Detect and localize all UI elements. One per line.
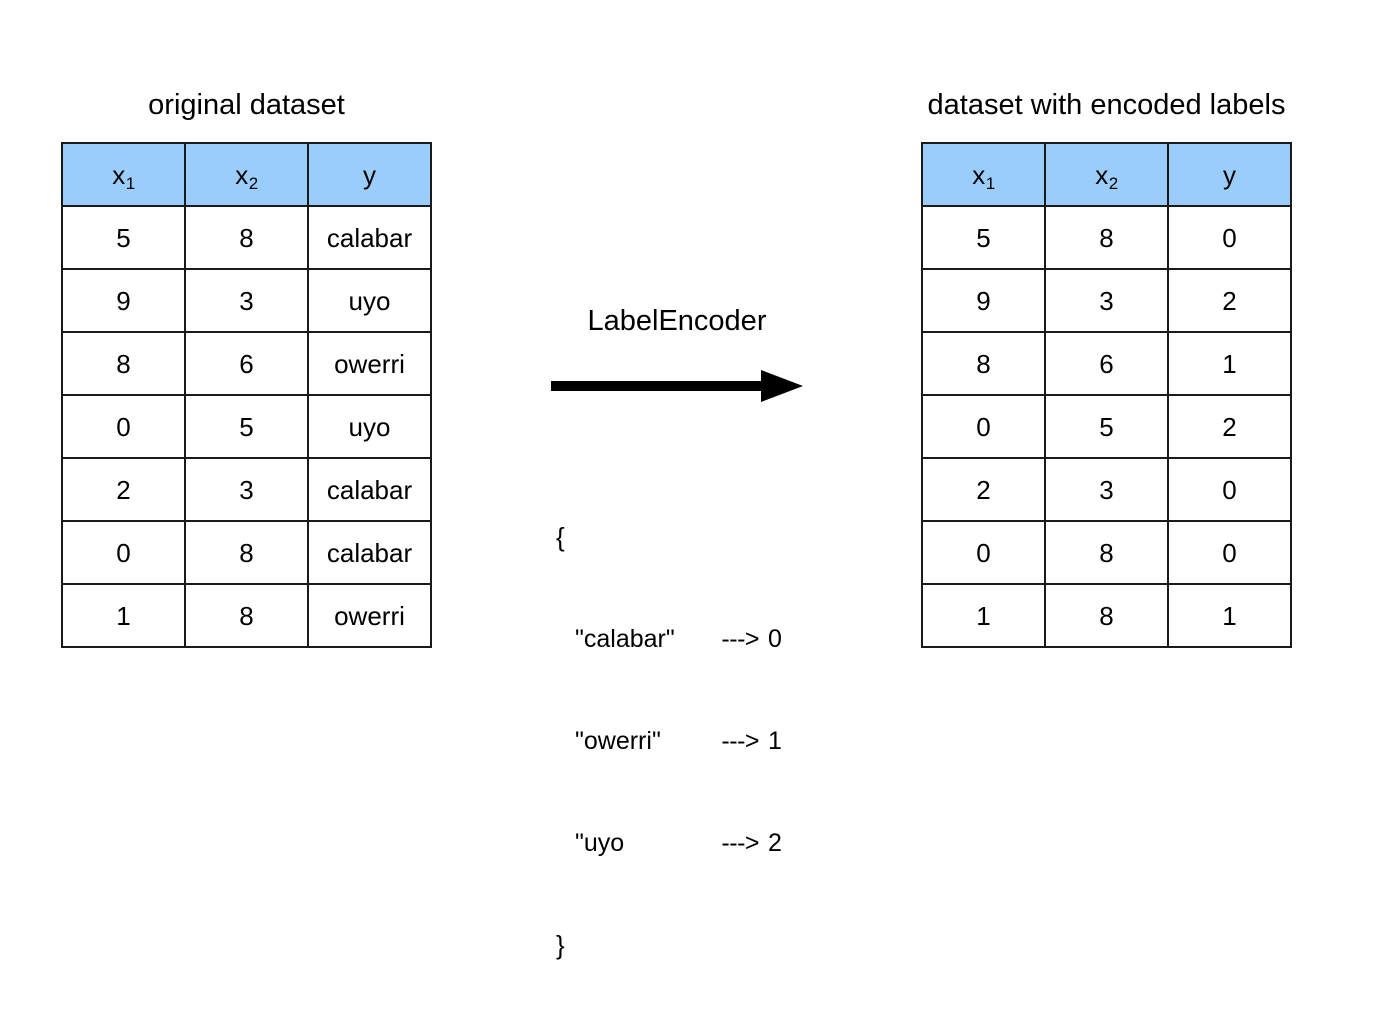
- table-row: 8 6 1: [921, 331, 1292, 396]
- header-base: x: [1095, 159, 1109, 190]
- cell-x1: 0: [61, 520, 186, 585]
- encoded-dataset-table: x1 x2 y 5 8 0 9 3 2 8 6 1 0 5: [921, 142, 1292, 648]
- column-header-x1: x1: [921, 142, 1046, 207]
- cell-x2: 8: [184, 205, 309, 270]
- cell-x2: 3: [184, 457, 309, 522]
- table-row: 8 6 owerri: [61, 331, 432, 396]
- cell-y: owerri: [307, 331, 432, 396]
- table-row: 0 8 calabar: [61, 520, 432, 585]
- cell-x2: 6: [184, 331, 309, 396]
- mapping-value: 0: [768, 625, 782, 653]
- cell-y: uyo: [307, 268, 432, 333]
- cell-x1: 8: [921, 331, 1046, 396]
- table-row: 5 8 0: [921, 205, 1292, 270]
- encoded-dataset-title: dataset with encoded labels: [927, 89, 1286, 121]
- column-header-x2: x2: [1044, 142, 1169, 207]
- cell-x1: 9: [61, 268, 186, 333]
- right-arrow-icon: [551, 370, 803, 402]
- cell-y: 0: [1167, 205, 1292, 270]
- header-subscript: 1: [125, 173, 136, 193]
- header-subscript: 1: [985, 173, 996, 193]
- column-header-x1: x1: [61, 142, 186, 207]
- column-header-x2: x2: [184, 142, 309, 207]
- cell-y: calabar: [307, 520, 432, 585]
- cell-x1: 1: [61, 583, 186, 648]
- mapping-arrow: --->: [721, 625, 759, 653]
- table-row: 0 5 uyo: [61, 394, 432, 459]
- table-header-row: x1 x2 y: [61, 142, 432, 207]
- table-row: 1 8 1: [921, 583, 1292, 648]
- cell-x1: 0: [921, 394, 1046, 459]
- cell-x1: 0: [921, 520, 1046, 585]
- column-header-y: y: [307, 142, 432, 207]
- cell-y: 2: [1167, 394, 1292, 459]
- cell-x1: 2: [921, 457, 1046, 522]
- cell-x2: 3: [184, 268, 309, 333]
- table-row: 2 3 0: [921, 457, 1292, 522]
- cell-y: 2: [1167, 268, 1292, 333]
- cell-x1: 8: [61, 331, 186, 396]
- cell-x1: 5: [921, 205, 1046, 270]
- cell-x1: 5: [61, 205, 186, 270]
- header-base: x: [112, 159, 126, 190]
- mapping-entry: "calabar" ---> 0: [556, 622, 782, 656]
- mapping-entry: "owerri" ---> 1: [556, 724, 782, 758]
- original-dataset-title: original dataset: [148, 89, 345, 121]
- cell-x2: 8: [184, 520, 309, 585]
- dict-close-brace: }: [556, 930, 565, 960]
- cell-x1: 1: [921, 583, 1046, 648]
- cell-y: calabar: [307, 457, 432, 522]
- mapping-value: 2: [768, 829, 782, 857]
- header-subscript: 2: [1108, 173, 1119, 193]
- label-mapping-dictionary: { "calabar" ---> 0 "owerri" ---> 1 "uyo ---> 2…: [556, 452, 782, 1030]
- original-dataset-table: x1 x2 y 5 8 calabar 9 3 uyo 8 6 owerri: [61, 142, 432, 648]
- cell-y: 0: [1167, 457, 1292, 522]
- cell-x2: 8: [1044, 583, 1169, 648]
- cell-x2: 3: [1044, 268, 1169, 333]
- table-header-row: x1 x2 y: [921, 142, 1292, 207]
- cell-x1: 9: [921, 268, 1046, 333]
- header-base: y: [363, 159, 376, 190]
- table-row: 1 8 owerri: [61, 583, 432, 648]
- table-row: 9 3 2: [921, 268, 1292, 333]
- mapping-value: 1: [768, 727, 782, 755]
- cell-x2: 6: [1044, 331, 1169, 396]
- diagram-canvas: original dataset x1 x2 y 5 8 calabar 9 3…: [61, 89, 1292, 960]
- mapping-arrow: --->: [721, 727, 759, 755]
- mapping-key: "owerri": [575, 727, 661, 755]
- mapping-key: "calabar": [575, 625, 675, 653]
- table-row: 2 3 calabar: [61, 457, 432, 522]
- mapping-entry: "uyo ---> 2: [556, 826, 782, 860]
- table-row: 9 3 uyo: [61, 268, 432, 333]
- cell-x2: 8: [1044, 520, 1169, 585]
- column-header-y: y: [1167, 142, 1292, 207]
- header-subscript: 2: [248, 173, 259, 193]
- cell-y: 1: [1167, 583, 1292, 648]
- dict-open-brace: {: [556, 522, 565, 552]
- header-base: x: [235, 159, 249, 190]
- cell-y: uyo: [307, 394, 432, 459]
- cell-y: calabar: [307, 205, 432, 270]
- cell-y: owerri: [307, 583, 432, 648]
- header-base: x: [972, 159, 986, 190]
- mapping-key: "uyo: [575, 829, 625, 857]
- cell-x2: 3: [1044, 457, 1169, 522]
- cell-x2: 8: [184, 583, 309, 648]
- cell-x2: 5: [1044, 394, 1169, 459]
- table-row: 0 8 0: [921, 520, 1292, 585]
- cell-x1: 2: [61, 457, 186, 522]
- cell-x2: 5: [184, 394, 309, 459]
- table-row: 0 5 2: [921, 394, 1292, 459]
- cell-y: 0: [1167, 520, 1292, 585]
- mapping-arrow: --->: [721, 829, 759, 857]
- table-row: 5 8 calabar: [61, 205, 432, 270]
- label-encoder-caption: LabelEncoder: [587, 305, 767, 337]
- cell-y: 1: [1167, 331, 1292, 396]
- cell-x2: 8: [1044, 205, 1169, 270]
- header-base: y: [1223, 159, 1236, 190]
- cell-x1: 0: [61, 394, 186, 459]
